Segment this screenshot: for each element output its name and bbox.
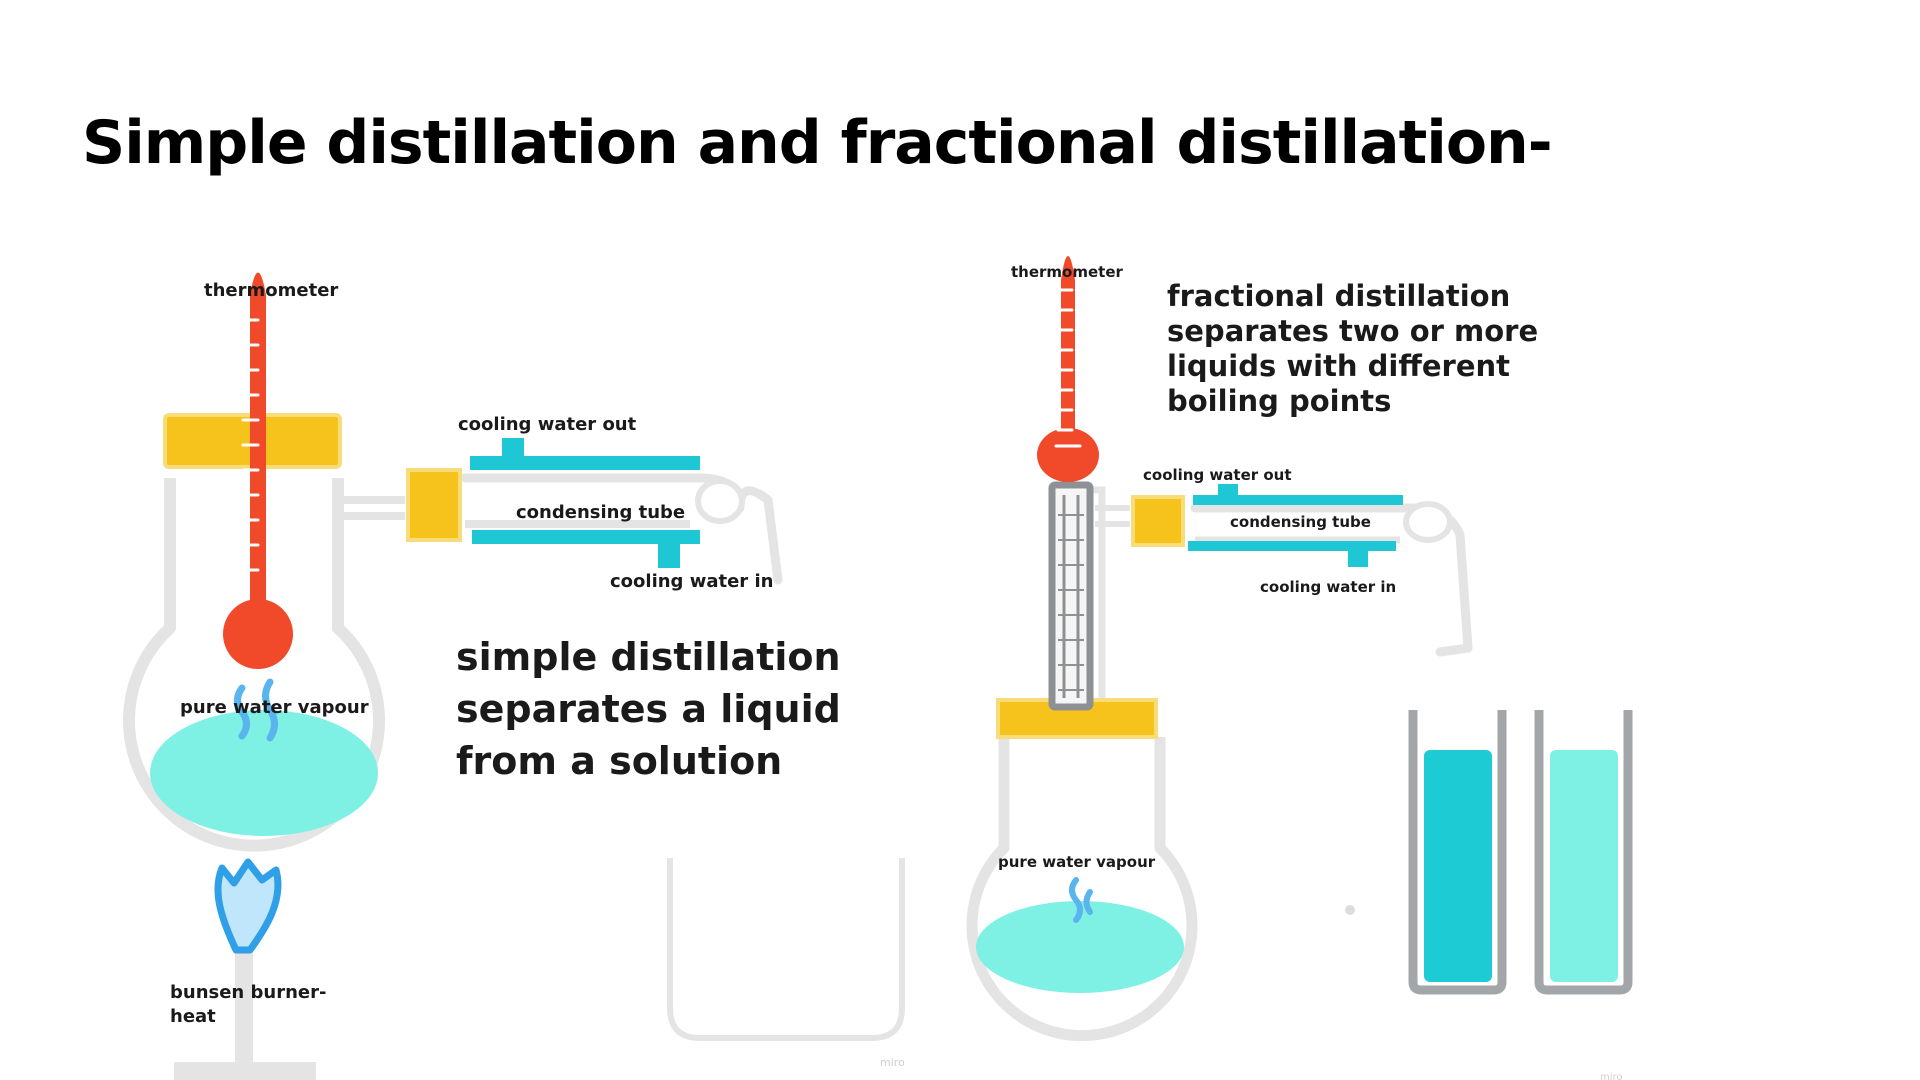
label-thermometer: thermometer (1011, 263, 1124, 281)
description-line: separates a liquid (456, 687, 841, 731)
liquid-in-flask (150, 710, 378, 836)
label-cooling-water-out: cooling water out (458, 414, 637, 435)
dot (1345, 905, 1355, 915)
description-line: simple distillation (456, 635, 841, 679)
thermometer-icon (223, 272, 293, 669)
simple-distillation-apparatus (123, 272, 905, 1080)
vapour-icon (1069, 877, 1093, 923)
description-line: separates two or more (1167, 314, 1538, 348)
flask-stopper (996, 698, 1158, 739)
description-line: boiling points (1167, 384, 1391, 418)
description-line: from a solution (456, 739, 782, 783)
label-cooling-water-in: cooling water in (1260, 578, 1396, 596)
collection-beaker (667, 858, 905, 1041)
watermark: miro (880, 1056, 905, 1069)
fractionating-column (1048, 481, 1094, 711)
label-cooling-water-out: cooling water out (1143, 466, 1292, 484)
label-pure-water-vapour: pure water vapour (998, 853, 1156, 871)
slide-title: Simple distillation and fractional disti… (82, 108, 1553, 178)
simple-distillation-description: simple distillation separates a liquid f… (456, 635, 841, 783)
cooling-inlet-pipe (658, 542, 680, 568)
round-bottom-flask (123, 478, 405, 852)
condenser-connector (1131, 495, 1185, 547)
fractional-distillation-description: fractional distillation separates two or… (1167, 279, 1538, 418)
cooling-jacket-bottom (472, 530, 700, 544)
liquid-in-flask (976, 901, 1184, 993)
cooling-outlet-pipe (502, 438, 524, 458)
watermark: miro (1600, 1072, 1623, 1080)
collection-container (1534, 710, 1633, 995)
description-line: liquids with different (1167, 349, 1510, 383)
label-pure-water-vapour: pure water vapour (180, 697, 369, 718)
label-condensing-tube: condensing tube (1230, 513, 1371, 531)
condensing-tube (1095, 484, 1473, 657)
fractional-distillation-apparatus (966, 256, 1633, 1042)
condenser-connector (406, 468, 462, 542)
label-thermometer: thermometer (204, 280, 338, 301)
description-line: fractional distillation (1167, 279, 1510, 313)
bunsen-burner (174, 858, 316, 1080)
flame-icon (214, 858, 282, 954)
label-heat: heat (170, 1006, 216, 1027)
cooling-jacket-bottom (1188, 541, 1396, 551)
cooling-jacket-top (470, 456, 700, 470)
vapour-icon (234, 678, 278, 742)
cooling-inlet-pipe (1348, 549, 1368, 567)
label-cooling-water-in: cooling water in (610, 571, 773, 592)
cooling-outlet-pipe (1218, 484, 1238, 497)
collection-container (1408, 710, 1507, 995)
cooling-jacket-top (1193, 495, 1403, 505)
condensing-tube (406, 438, 783, 585)
label-condensing-tube: condensing tube (516, 502, 685, 523)
label-bunsen-burner: bunsen burner- (170, 982, 326, 1003)
thermometer-icon (1037, 256, 1099, 482)
